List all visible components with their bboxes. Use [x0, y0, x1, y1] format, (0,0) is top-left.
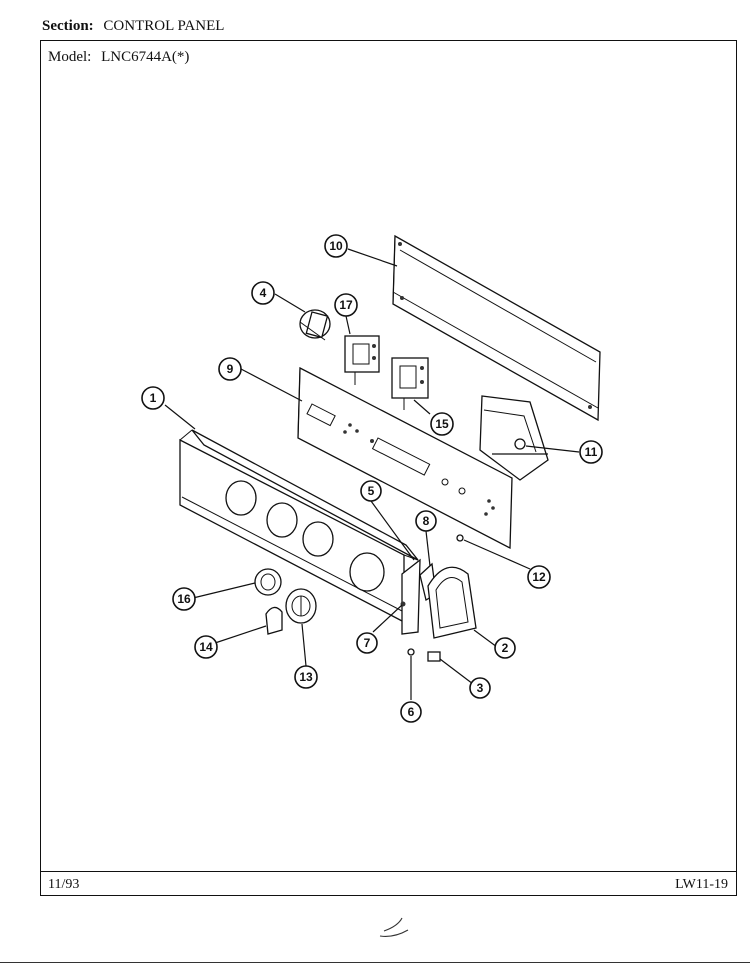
model-value: LNC6744A(*) — [101, 49, 190, 65]
model-label: Model: — [48, 49, 92, 65]
callout-1-label: 1 — [150, 391, 157, 405]
footer-date: 11/93 — [48, 877, 80, 892]
section-value: CONTROL PANEL — [103, 18, 225, 34]
callout-6: 6 — [400, 701, 422, 723]
callout-3-label: 3 — [477, 681, 484, 695]
part-12-screw — [456, 534, 464, 542]
scan-mark — [379, 917, 409, 937]
callout-12: 12 — [527, 565, 551, 589]
part-5-trim-strip — [401, 558, 421, 635]
callout-13-label: 13 — [299, 670, 313, 684]
leader-lines — [164, 248, 580, 700]
callout-17-label: 17 — [339, 298, 353, 312]
part-9-panel-plate — [297, 366, 513, 550]
part-10-rear-panel — [392, 234, 601, 422]
callout-9: 9 — [218, 357, 242, 381]
callout-8-label: 8 — [423, 514, 430, 528]
callout-9-label: 9 — [227, 362, 234, 376]
part-4-timer — [299, 309, 331, 341]
part-15-switch — [391, 357, 429, 410]
callout-2: 2 — [494, 637, 516, 659]
callout-15: 15 — [430, 412, 454, 436]
callout-4: 4 — [251, 281, 275, 305]
callout-6-label: 6 — [408, 705, 415, 719]
part-16-knob — [254, 568, 282, 596]
part-11-cover-assembly — [479, 395, 549, 481]
callout-10-label: 10 — [329, 239, 343, 253]
callout-4-label: 4 — [260, 286, 267, 300]
callout-16: 16 — [172, 587, 196, 611]
part-13-dial — [285, 588, 317, 624]
model-heading: Model: LNC6744A(*) — [48, 49, 189, 66]
callout-17: 17 — [334, 293, 358, 317]
callout-12-label: 12 — [532, 570, 546, 584]
callout-5: 5 — [360, 480, 382, 502]
callout-3: 3 — [469, 677, 491, 699]
page-bottom-rule — [0, 962, 750, 963]
callout-10: 10 — [324, 234, 348, 258]
part-6-screw — [407, 648, 415, 656]
callout-15-label: 15 — [435, 417, 449, 431]
part-17-switch — [344, 335, 380, 385]
section-label: Section: — [42, 18, 94, 34]
part-14-knob — [265, 606, 283, 635]
callout-5-label: 5 — [368, 484, 375, 498]
callout-2-label: 2 — [502, 641, 509, 655]
footer-rule — [40, 871, 737, 872]
diagram-frame — [40, 40, 737, 896]
part-1-console — [179, 429, 419, 624]
footer-page-code: LW11-19 — [675, 877, 728, 892]
callout-14-label: 14 — [199, 640, 213, 654]
callout-1: 1 — [141, 386, 165, 410]
callout-8: 8 — [415, 510, 437, 532]
callout-7: 7 — [356, 632, 378, 654]
callout-11: 11 — [579, 440, 603, 464]
part-2-end-cap — [427, 566, 477, 639]
callout-14: 14 — [194, 635, 218, 659]
section-heading: Section: CONTROL PANEL — [42, 18, 224, 35]
part-3-clip — [427, 651, 441, 662]
callout-13: 13 — [294, 665, 318, 689]
callout-16-label: 16 — [177, 592, 191, 606]
callout-7-label: 7 — [364, 636, 371, 650]
callout-11-label: 11 — [585, 445, 598, 459]
